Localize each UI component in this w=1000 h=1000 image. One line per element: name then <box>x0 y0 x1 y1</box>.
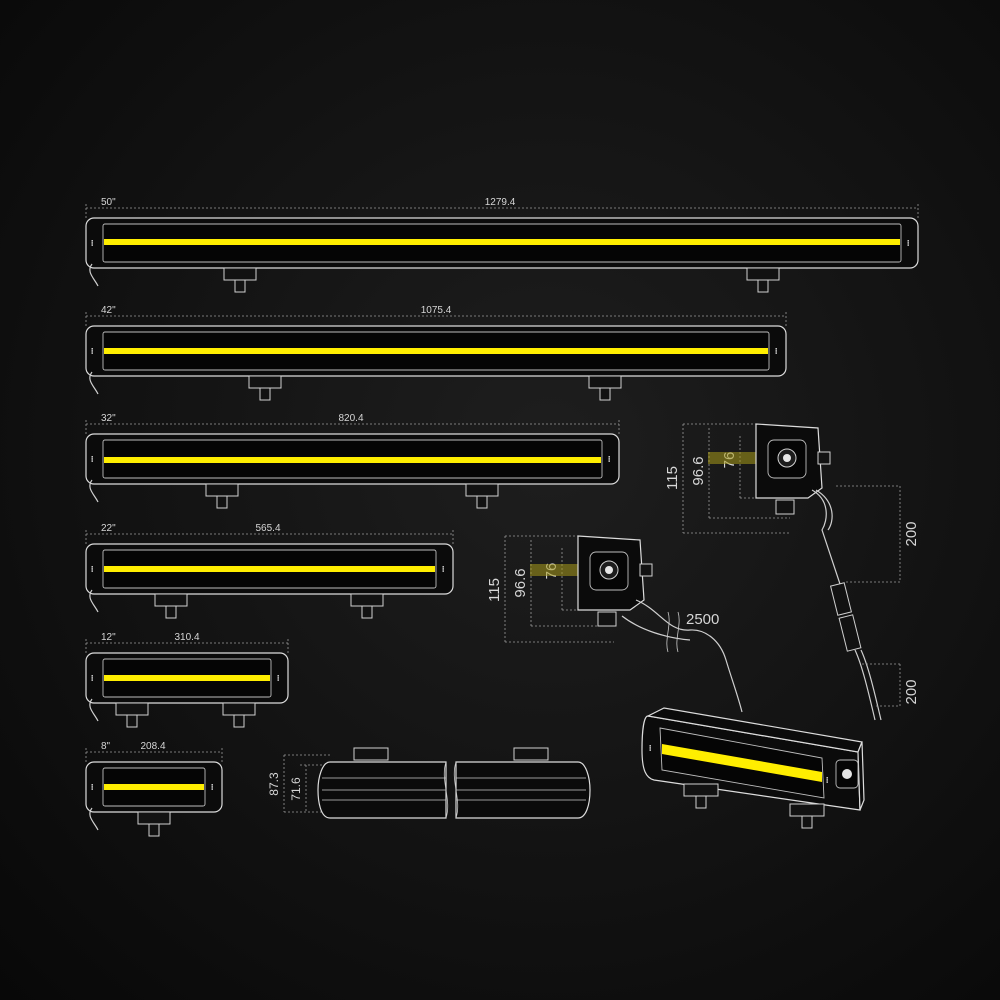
light-bar-8in: 8" 208.4 ▪▪▪ ▪▪▪ <box>85 741 223 837</box>
power-cable <box>89 589 99 613</box>
bar-size-label: 22" <box>101 523 116 534</box>
mount-bracket <box>353 747 389 761</box>
power-cable <box>89 698 99 722</box>
led-strip <box>104 348 768 354</box>
bar-length-label: 1279.4 <box>485 197 516 208</box>
cable-length-label: 2500 <box>686 611 719 628</box>
side-height-inner-label: 71.6 <box>289 777 303 801</box>
end-cap-logo: ▪▪▪ <box>90 675 96 681</box>
mount-bracket <box>789 803 825 829</box>
end-cap-logo: ▪▪▪ <box>210 784 216 790</box>
mount-bracket <box>248 375 282 401</box>
end-cap-logo: ▪▪▪ <box>90 348 96 354</box>
mount-bracket <box>746 267 780 293</box>
break-line <box>453 761 459 819</box>
end-cap-logo: ▪▪▪ <box>90 240 96 246</box>
led-strip <box>104 566 435 572</box>
mount-bracket <box>205 483 239 509</box>
light-bar-32in: 32" 820.4 ▪▪▪ ▪▪▪ <box>85 413 620 509</box>
led-strip <box>104 457 601 463</box>
light-beam <box>530 564 578 576</box>
mount-bracket <box>154 593 188 619</box>
mount-bracket <box>513 747 549 761</box>
end-view-large: 115 96.6 76 200 200 <box>664 423 920 721</box>
side-height-outer-label: 87.3 <box>267 772 281 796</box>
bar-length-label: 1075.4 <box>421 305 452 316</box>
bar-length-label: 310.4 <box>174 632 199 643</box>
bar-size-label: 8" <box>101 741 111 752</box>
led-strip <box>104 239 900 245</box>
bar-length-label: 208.4 <box>140 741 165 752</box>
mount-bracket <box>683 783 719 809</box>
mount-bracket <box>222 702 256 728</box>
bar-size-label: 50" <box>101 197 116 208</box>
led-strip <box>104 675 270 681</box>
bar-size-label: 42" <box>101 305 116 316</box>
power-cable <box>635 599 743 713</box>
power-cable <box>89 479 99 503</box>
end-view-small: 115 96.6 76 2500 <box>486 535 743 713</box>
light-bar-42in: 42" 1075.4 ▪▪▪ ▪▪▪ <box>85 305 787 401</box>
end-cap-logo: ▪▪▪ <box>90 566 96 572</box>
mount-bracket <box>137 811 171 837</box>
end-small-total-height: 115 <box>486 578 503 602</box>
mount-bracket <box>588 375 622 401</box>
end-cap-logo: ▪▪▪ <box>648 745 654 751</box>
mount-bracket <box>465 483 499 509</box>
mount-bracket <box>115 702 149 728</box>
power-cable <box>89 807 99 831</box>
cable-connector <box>829 582 862 652</box>
mount-bracket <box>350 593 384 619</box>
bar-size-label: 12" <box>101 632 116 643</box>
power-cable <box>89 371 99 395</box>
mount-bracket <box>223 267 257 293</box>
bar-length-label: 820.4 <box>338 413 363 424</box>
power-cable <box>811 489 841 585</box>
light-bar-50in: 50" 1279.4 ▪▪▪ ▪▪▪ <box>85 197 919 293</box>
end-cap-logo: ▪▪▪ <box>607 456 613 462</box>
end-cap-logo: ▪▪▪ <box>906 240 912 246</box>
break-line <box>443 761 449 819</box>
end-small-body-height: 96.6 <box>512 568 529 597</box>
light-beam <box>708 452 756 464</box>
light-bar-22in: 22" 565.4 ▪▪▪ ▪▪▪ <box>85 523 454 619</box>
lens-circle <box>842 769 852 779</box>
end-large-body-height: 96.6 <box>690 456 707 485</box>
bar-length-label: 565.4 <box>255 523 280 534</box>
end-cap-logo: ▪▪▪ <box>441 566 447 572</box>
power-cable <box>89 263 99 287</box>
bar-size-label: 32" <box>101 413 116 424</box>
end-cap-logo: ▪▪▪ <box>276 675 282 681</box>
cable-segment-2-label: 200 <box>903 679 920 704</box>
end-cap-logo: ▪▪▪ <box>774 348 780 354</box>
end-cap-logo: ▪▪▪ <box>90 456 96 462</box>
light-bar-12in: 12" 310.4 ▪▪▪ ▪▪▪ <box>85 632 289 728</box>
led-strip <box>662 744 822 782</box>
side-view-profile: 87.3 71.6 <box>267 747 591 819</box>
end-cap-logo: ▪▪▪ <box>90 784 96 790</box>
end-large-total-height: 115 <box>664 466 681 490</box>
perspective-view: ▪▪▪ ▪▪▪ <box>641 707 865 829</box>
end-cap-logo: ▪▪▪ <box>825 777 831 783</box>
led-strip <box>104 784 204 790</box>
cable-segment-1-label: 200 <box>903 521 920 546</box>
